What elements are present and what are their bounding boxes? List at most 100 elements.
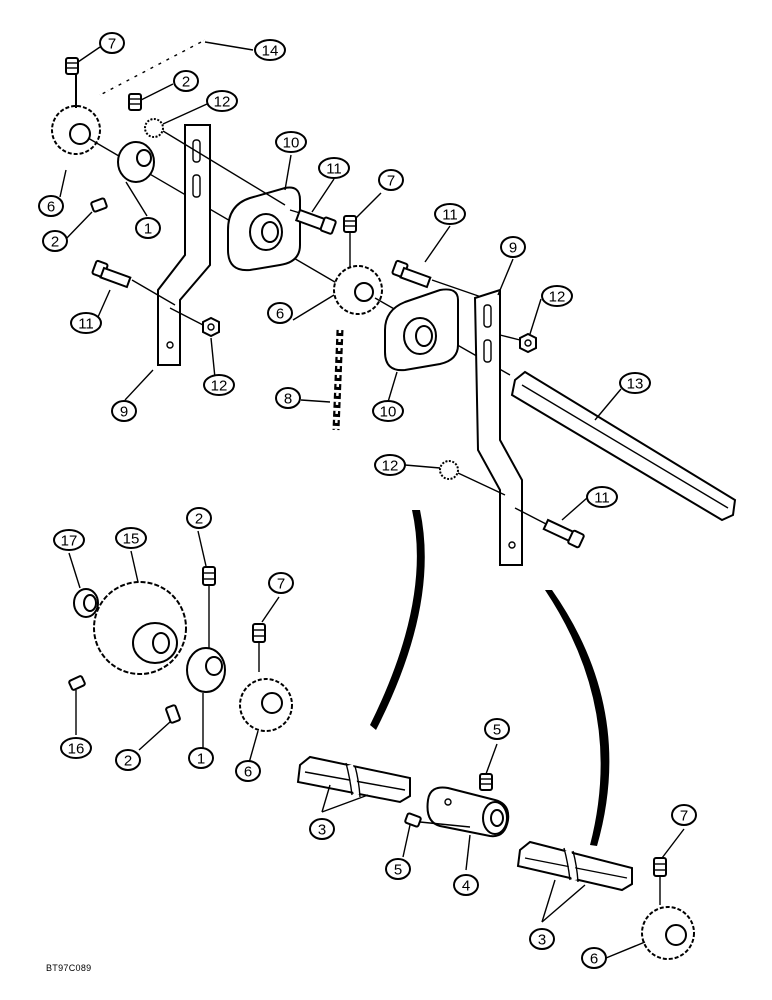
sprocket-bottom xyxy=(641,906,695,960)
callout-number: 9 xyxy=(509,240,517,257)
callout-number: 16 xyxy=(68,741,85,758)
callout-12-4: 12 xyxy=(206,90,238,112)
callout-number: 11 xyxy=(594,490,610,507)
mounting-bracket-left xyxy=(157,124,211,366)
callout-2-28: 2 xyxy=(115,749,141,771)
set-screw-upper xyxy=(128,93,142,111)
callout-16-27: 16 xyxy=(60,737,92,759)
callout-number: 6 xyxy=(590,951,598,968)
callout-oval xyxy=(671,804,697,826)
callout-number: 2 xyxy=(195,511,203,528)
callout-8-18: 8 xyxy=(275,387,301,409)
callout-oval xyxy=(581,947,607,969)
callout-oval xyxy=(541,285,573,307)
mounting-bracket-right xyxy=(473,288,523,566)
callout-number: 3 xyxy=(538,932,546,949)
callout-11-11: 11 xyxy=(434,203,466,225)
callout-5-31: 5 xyxy=(484,718,510,740)
callout-oval xyxy=(111,400,137,422)
callout-17-23: 17 xyxy=(53,529,85,551)
callout-7-1: 7 xyxy=(99,32,125,54)
callout-oval xyxy=(318,157,350,179)
callout-oval xyxy=(309,818,335,840)
callout-layer xyxy=(59,41,685,959)
set-screw-bottom xyxy=(653,857,667,905)
hex-nut-left xyxy=(169,307,220,338)
callout-11-9: 11 xyxy=(318,157,350,179)
callout-oval xyxy=(372,400,404,422)
callout-10-8: 10 xyxy=(275,131,307,153)
lock-washer-right xyxy=(439,460,506,496)
callout-oval xyxy=(38,195,64,217)
callout-oval xyxy=(188,747,214,769)
set-screw-coupler-side xyxy=(404,812,471,828)
carriage-bolt-upper xyxy=(289,208,337,235)
callout-oval xyxy=(42,230,68,252)
figure-id-label: BT97C089 xyxy=(46,963,92,973)
callout-number: 11 xyxy=(78,316,94,333)
callout-1-29: 1 xyxy=(188,747,214,769)
callout-number: 6 xyxy=(276,306,284,323)
callout-number: 4 xyxy=(462,878,470,895)
callout-11-13: 11 xyxy=(70,312,102,334)
lock-washer-upper xyxy=(144,118,164,138)
callout-number: 3 xyxy=(318,822,326,839)
lock-collar-lower xyxy=(186,647,226,693)
drive-chain-lower xyxy=(332,329,344,431)
callout-number: 1 xyxy=(144,221,152,238)
callout-10-19: 10 xyxy=(372,400,404,422)
callout-oval xyxy=(586,486,618,508)
callout-oval xyxy=(115,527,147,549)
callout-oval xyxy=(385,858,411,880)
hex-nut-right xyxy=(499,332,537,354)
sprocket-lower xyxy=(239,678,293,732)
callout-number: 14 xyxy=(262,43,279,60)
callout-oval xyxy=(186,507,212,529)
callout-number: 7 xyxy=(108,36,116,53)
callout-number: 9 xyxy=(120,404,128,421)
set-screw-top-left xyxy=(65,57,79,75)
hex-shaft-long xyxy=(510,370,737,522)
drive-chain-top xyxy=(99,38,206,97)
flange-bearing-lower xyxy=(384,288,459,372)
callout-12-15: 12 xyxy=(541,285,573,307)
callout-oval xyxy=(275,387,301,409)
callout-6-37: 6 xyxy=(581,947,607,969)
set-screw-coupler-top xyxy=(479,773,493,791)
set-screw-lower-right xyxy=(252,623,266,672)
callout-number: 11 xyxy=(326,161,342,178)
callout-2-6: 2 xyxy=(42,230,68,252)
callout-number: 7 xyxy=(387,173,395,190)
set-screw-mid xyxy=(343,215,357,272)
set-screw-side xyxy=(90,197,108,213)
callout-number: 6 xyxy=(47,199,55,216)
callout-oval xyxy=(53,529,85,551)
callout-oval xyxy=(173,70,199,92)
callout-7-35: 7 xyxy=(671,804,697,826)
callout-12-16: 12 xyxy=(203,374,235,396)
callout-6-5: 6 xyxy=(38,195,64,217)
callout-1-7: 1 xyxy=(135,217,161,239)
callout-15-24: 15 xyxy=(115,527,147,549)
callout-7-10: 7 xyxy=(378,169,404,191)
callout-2-3: 2 xyxy=(173,70,199,92)
callout-oval xyxy=(434,203,466,225)
callout-number: 12 xyxy=(382,458,399,475)
callout-6-14: 6 xyxy=(267,302,293,324)
hex-shaft-segment-left xyxy=(296,755,411,804)
callout-oval xyxy=(374,454,406,476)
callout-oval xyxy=(500,236,526,258)
callout-number: 10 xyxy=(283,135,300,152)
callout-oval xyxy=(484,718,510,740)
sprocket-middle xyxy=(333,265,383,315)
set-screw-lower-side xyxy=(165,704,181,724)
callout-oval xyxy=(275,131,307,153)
callout-number: 17 xyxy=(61,533,78,550)
carriage-bolt-lower-right xyxy=(514,507,585,549)
callout-number: 11 xyxy=(442,207,458,224)
callout-7-26: 7 xyxy=(268,572,294,594)
callout-number: 12 xyxy=(549,289,566,306)
carriage-bolt-left xyxy=(91,259,176,306)
